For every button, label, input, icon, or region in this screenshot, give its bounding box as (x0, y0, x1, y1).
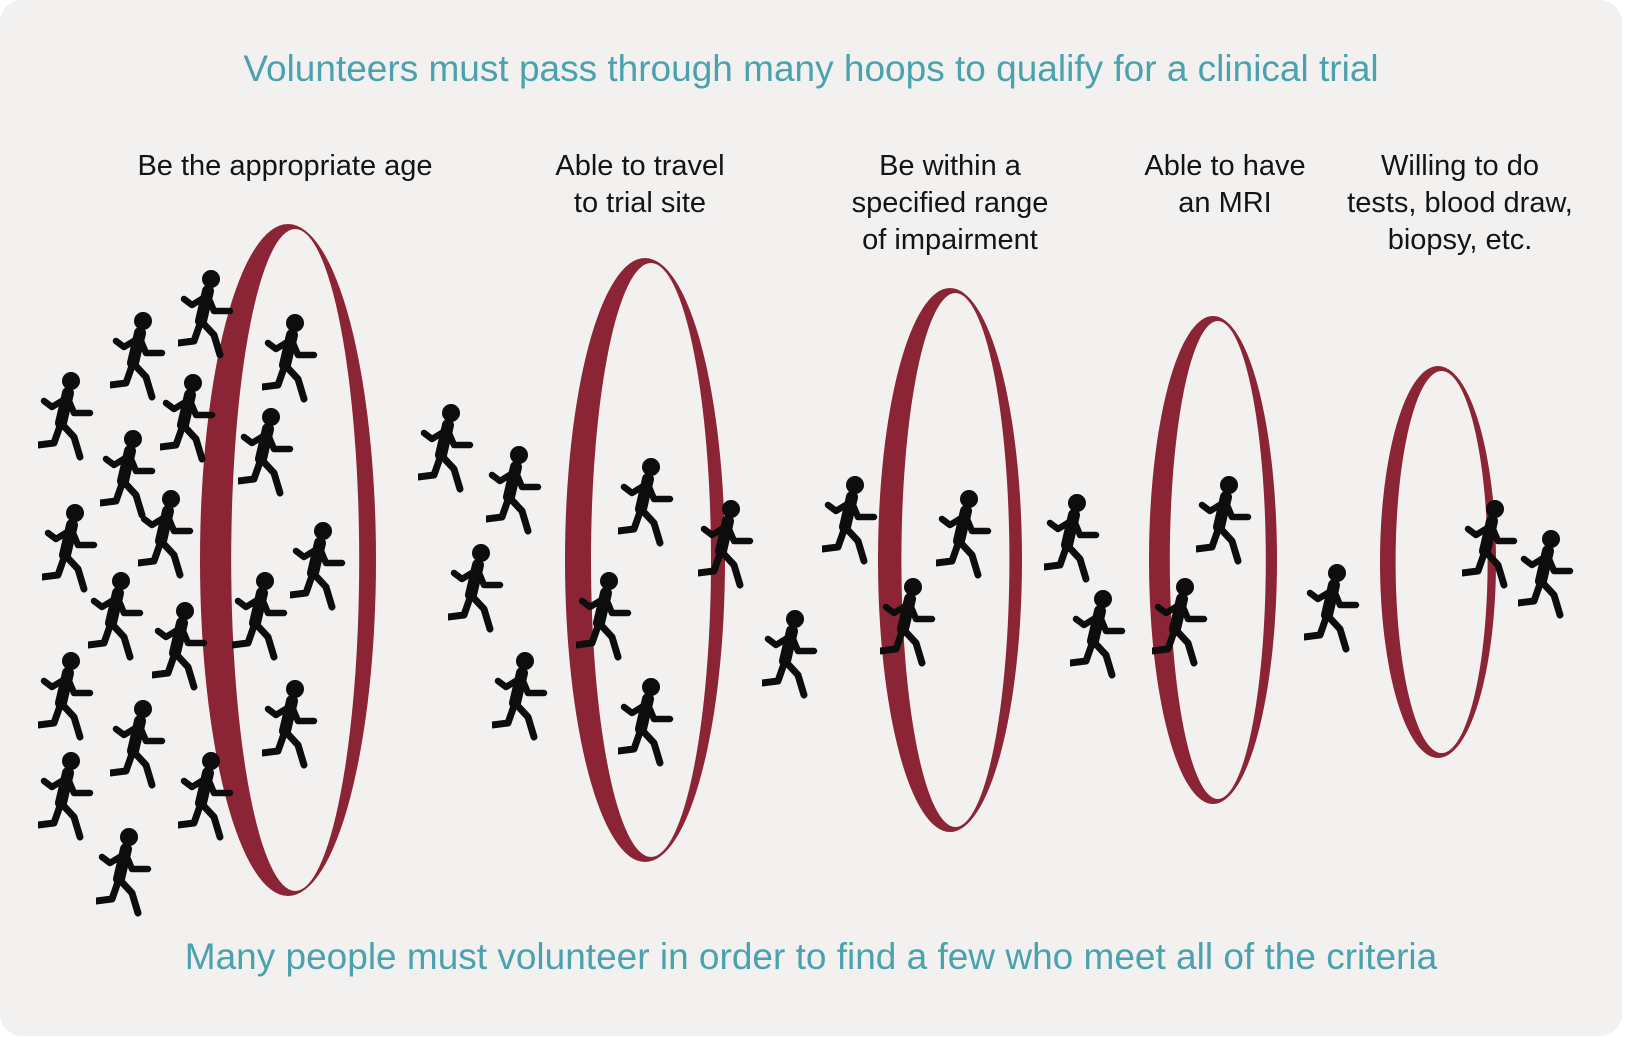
running-person-icon (160, 375, 212, 460)
running-person-icon (1070, 591, 1122, 676)
running-person-icon (1044, 495, 1096, 580)
running-person-icon (38, 373, 90, 458)
hoop-opening-4 (1169, 321, 1266, 799)
criterion-label-travel: Able to travel to trial site (555, 150, 725, 219)
running-person-icon (448, 545, 500, 630)
running-person-icon (38, 653, 90, 738)
running-person-icon (138, 491, 190, 576)
running-person-icon (110, 701, 162, 786)
running-person-icon (42, 505, 94, 590)
hoop-opening-5 (1395, 371, 1488, 753)
running-person-icon (1518, 531, 1570, 616)
running-person-icon (96, 829, 148, 914)
criterion-label-impairment: Be within a specified range of impairmen… (851, 150, 1049, 256)
running-person-icon (486, 447, 538, 532)
criterion-label-age: Be the appropriate age (137, 150, 433, 182)
diagram-caption: Many people must volunteer in order to f… (184, 936, 1438, 977)
running-person-icon (822, 477, 874, 562)
running-person-icon (38, 753, 90, 838)
hoop-opening-2 (591, 263, 711, 857)
criterion-label-tests: Willing to do tests, blood draw, biopsy,… (1347, 150, 1573, 256)
diagram-title: Volunteers must pass through many hoops … (243, 48, 1379, 89)
running-person-icon (110, 313, 162, 398)
running-person-icon (152, 603, 204, 688)
running-person-icon (88, 573, 140, 658)
running-person-icon (762, 611, 814, 696)
running-person-icon (100, 431, 152, 516)
criterion-label-mri: Able to have an MRI (1144, 150, 1306, 219)
hoop-opening-1 (231, 229, 360, 891)
running-person-icon (492, 653, 544, 738)
running-person-icon (1304, 565, 1356, 650)
running-person-icon (418, 405, 470, 490)
